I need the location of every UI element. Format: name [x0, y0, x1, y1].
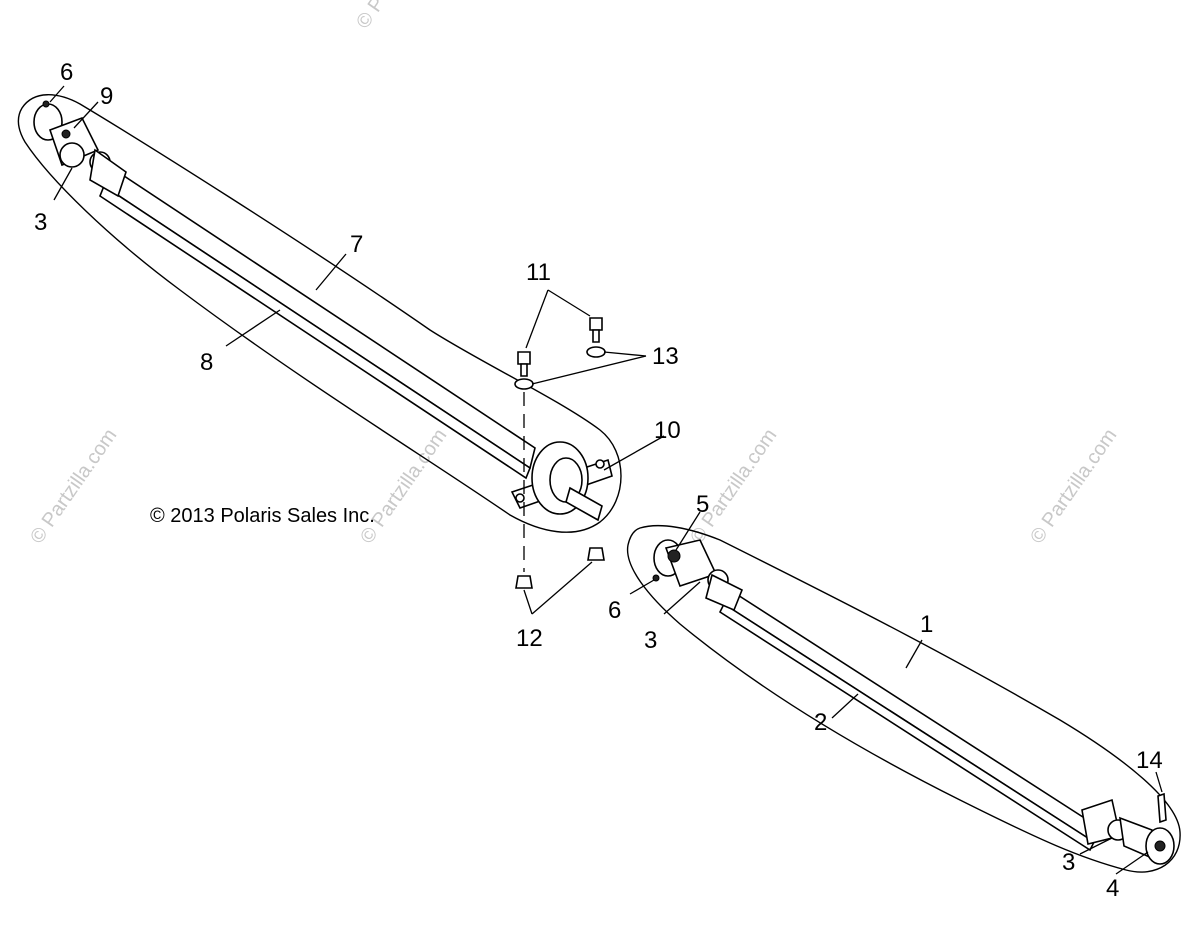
- callout-3b: 3: [644, 627, 657, 654]
- leader-10: [603, 435, 665, 471]
- leader-6b: [629, 579, 655, 595]
- rear-shaft-tubes: [718, 588, 1102, 852]
- rear-shaft-outline: [626, 524, 1181, 873]
- leader-6a: [49, 85, 65, 103]
- leader-9: [73, 101, 99, 129]
- bearing-spline-shaft: [565, 486, 603, 522]
- leader-3b: [663, 581, 701, 615]
- roll-pin: [1157, 792, 1167, 824]
- front-cross: [59, 142, 85, 168]
- leader-14: [1155, 771, 1163, 793]
- bolt-shank-right: [592, 329, 600, 343]
- leader-lines: [49, 85, 1163, 875]
- hardware: [514, 317, 606, 589]
- leader-8: [225, 309, 281, 347]
- nut-left: [515, 575, 533, 589]
- leader-13b: [531, 355, 647, 385]
- rear-front-slip-yoke: [705, 573, 744, 612]
- front-shaft-tubes: [99, 166, 536, 480]
- watermark-top: © P: [352, 0, 389, 33]
- copyright-notice: © 2013 Polaris Sales Inc.: [150, 505, 375, 527]
- watermark-3: © Partzilla.com: [686, 425, 781, 548]
- leader-7: [315, 253, 347, 291]
- callout-6b: 6: [608, 597, 621, 624]
- callout-4: 4: [1106, 875, 1119, 902]
- leader-3a: [53, 167, 73, 201]
- callout-labels: 6 9 3 7 8 11 13 10 © 2013 Polaris Sales …: [34, 59, 1163, 902]
- leader-5: [675, 511, 701, 551]
- leader-2: [831, 693, 859, 719]
- watermark-1: © Partzilla.com: [26, 425, 121, 548]
- front-slip-yoke: [89, 148, 127, 198]
- callout-8: 8: [200, 349, 213, 376]
- bracket-hole-right: [595, 459, 605, 469]
- bracket-hole-left: [515, 493, 525, 503]
- callout-13: 13: [652, 343, 679, 370]
- bolt-head-right: [589, 317, 603, 331]
- leader-13a: [603, 351, 647, 357]
- bolt-head-left: [517, 351, 531, 365]
- front-u-joint: [33, 100, 127, 198]
- watermark-2: © Partzilla.com: [356, 425, 451, 548]
- callout-14: 14: [1136, 747, 1163, 774]
- callout-5: 5: [696, 491, 709, 518]
- callout-12: 12: [516, 625, 543, 652]
- rear-front-cap: [667, 549, 681, 563]
- nut-right: [587, 547, 605, 561]
- leader-11b: [547, 289, 591, 317]
- callout-11: 11: [526, 259, 551, 286]
- leader-12b: [531, 561, 593, 615]
- rear-shaft-tube-lower: [718, 602, 1096, 852]
- carrier-bearing: [510, 441, 613, 522]
- callout-2: 2: [814, 709, 827, 736]
- leader-4: [1115, 851, 1149, 875]
- rear-rear-u-joint: [1081, 792, 1175, 865]
- leader-3c: [1079, 837, 1113, 855]
- washer-left: [514, 378, 534, 390]
- watermark-4: © Partzilla.com: [1026, 425, 1121, 548]
- callout-3c: 3: [1062, 849, 1075, 876]
- front-shaft-outline: [17, 94, 622, 533]
- front-shaft-tube-upper: [102, 166, 536, 470]
- front-shaft-tube-lower: [99, 184, 531, 480]
- rear-shaft-tube-upper: [722, 588, 1102, 844]
- rear-grease-fitting: [652, 574, 660, 582]
- callout-9: 9: [100, 83, 113, 110]
- front-retainer: [61, 129, 71, 139]
- leader-12a: [523, 589, 533, 615]
- rear-yoke-bore: [1154, 840, 1166, 852]
- front-grease-fitting: [42, 100, 50, 108]
- leader-11a: [525, 289, 549, 349]
- bolt-shank-left: [520, 363, 528, 377]
- callout-10: 10: [654, 417, 681, 444]
- callout-3a: 3: [34, 209, 47, 236]
- callout-1: 1: [920, 611, 933, 638]
- callout-7: 7: [350, 231, 363, 258]
- washer-right: [586, 346, 606, 358]
- leader-1: [905, 639, 923, 669]
- rear-front-u-joint: [652, 539, 744, 612]
- callout-6a: 6: [60, 59, 73, 86]
